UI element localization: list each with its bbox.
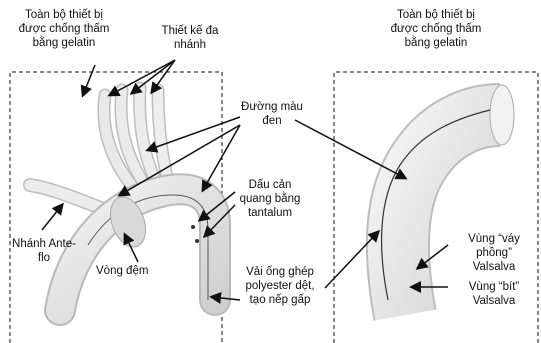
label-line: polyester dệt, (228, 279, 332, 293)
label-tantalum: Dấu cản quang bằng tantalum (232, 178, 308, 220)
tantalum-marker (195, 239, 199, 243)
label-line: Nhánh Ante- (4, 237, 84, 251)
label-anteflo: Nhánh Ante- flo (4, 237, 84, 265)
label-closed: Vùng “bít” Valsalva (452, 280, 536, 308)
label-fabric: Vải ống ghép polyester dệt, tạo nếp gấp (228, 265, 332, 307)
label-line: tantalum (232, 206, 308, 220)
label-line: Vải ống ghép (228, 265, 332, 279)
label-line: nhánh (145, 38, 235, 52)
label-line: Đường màu (232, 100, 312, 114)
label-line: phồng” (452, 246, 536, 260)
label-line: flo (4, 251, 84, 265)
label-line: Toàn bộ thiết bị (376, 8, 496, 22)
label-line: bằng gelatin (376, 36, 496, 50)
label-whole-device-right: Toàn bộ thiết bị được chống thấm bằng ge… (376, 8, 496, 50)
label-line: Valsalva (452, 260, 536, 274)
label-line: bằng gelatin (8, 36, 120, 50)
label-line: Vùng “váy (452, 232, 536, 246)
label-line: Thiết kế đa (145, 24, 235, 38)
tantalum-marker (191, 225, 195, 229)
label-line: được chống thấm (376, 22, 496, 36)
label-collar: Vòng đệm (96, 264, 148, 278)
label-line: quang bằng (232, 192, 308, 206)
label-line: Toàn bộ thiết bị (8, 8, 120, 22)
label-line: Valsalva (452, 294, 536, 308)
label-line: Vùng “bít” (452, 280, 536, 294)
label-line: Dấu cản (232, 178, 308, 192)
label-black-line: Đường màu đen (232, 100, 312, 128)
tube-opening (490, 85, 514, 145)
label-line: tạo nếp gấp (228, 293, 332, 307)
label-line: được chống thấm (8, 22, 120, 36)
label-line: đen (232, 114, 312, 128)
label-skirt: Vùng “váy phồng” Valsalva (452, 232, 536, 274)
label-whole-device-left: Toàn bộ thiết bị được chống thấm bằng ge… (8, 8, 120, 50)
label-multibranch: Thiết kế đa nhánh (145, 24, 235, 52)
